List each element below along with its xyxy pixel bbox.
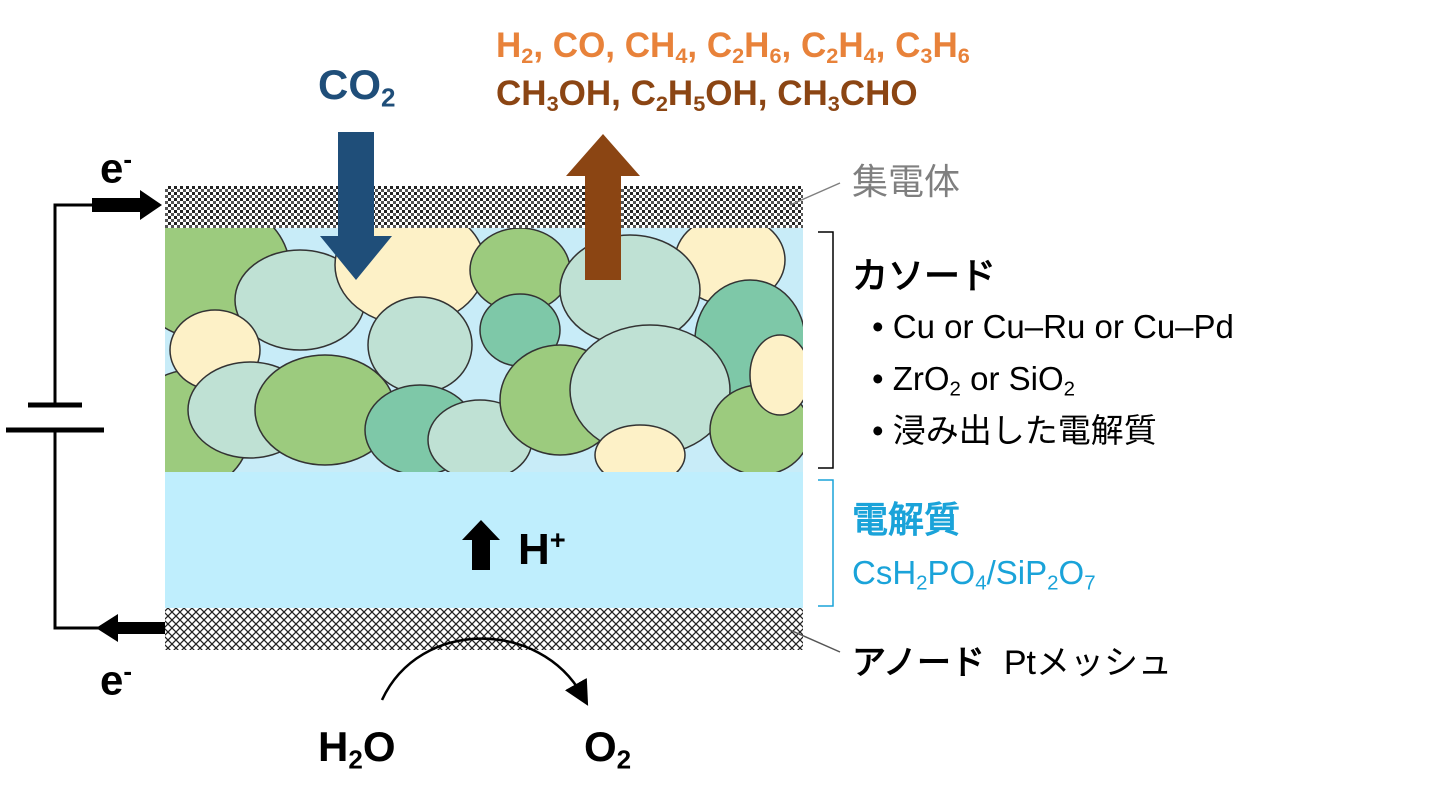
cathode-item-oxide: • ZrO2 or SiO2 [872,360,1075,401]
product-c2h5oh: C2H5OH [630,74,758,117]
water-label: H2O [318,723,396,775]
current-collector-label: 集電体 [852,161,961,202]
electron-bottom-label: e- [100,656,133,704]
product-c2h6: C2H6 [706,26,782,69]
water-oxidation-arrow [380,637,589,706]
external-circuit [6,190,166,642]
current-collector [165,186,803,228]
gas-products-label: H2, CO, CH4, C2H6, C2H4, C3H6 [496,26,970,69]
anode-name: アノード [852,644,985,682]
anode-leader-line [789,629,841,653]
product-c2h4: C2H4 [800,26,876,69]
anode-label: アノード Ptメッシュ [852,646,1172,680]
cathode-bracket [818,231,834,469]
oxygen-label: O2 [584,723,632,775]
electrolyte-formula: CsH2PO4/SiP2O7 [852,554,1096,595]
electrolyte-title: 電解質 [852,499,961,540]
product-c3h6: C3H6 [895,26,970,69]
cathode-item-electrolyte: • 浸み出した電解質 [872,412,1157,449]
product-outlet-arrow [566,134,640,280]
cathode-layer [165,228,803,472]
collector-leader-line [789,182,841,206]
proton-arrow [462,520,500,570]
product-h2: H2 [496,26,534,69]
proton-label: H+ [518,524,566,574]
product-ch3cho: CH3CHO [777,74,918,117]
product-ch4: CH4 [624,26,688,69]
electrolyte-bracket [818,479,834,607]
anode-material: Ptメッシュ [1003,644,1172,682]
product-co: CO [552,26,606,65]
anode-mesh [165,608,803,650]
electron-out-arrow [96,614,166,642]
product-ch3oh: CH3OH [496,74,612,117]
electron-top-label: e- [100,144,133,192]
liquid-products-label: CH3OH, C2H5OH, CH3CHO [496,74,918,117]
cathode-item-metal: • Cu or Cu–Ru or Cu–Pd [872,308,1234,345]
cathode-title: カソード [852,255,997,296]
electron-in-arrow [92,190,162,220]
co2-inlet-label: CO2 [318,61,396,113]
co2-inlet-arrow [320,132,392,280]
